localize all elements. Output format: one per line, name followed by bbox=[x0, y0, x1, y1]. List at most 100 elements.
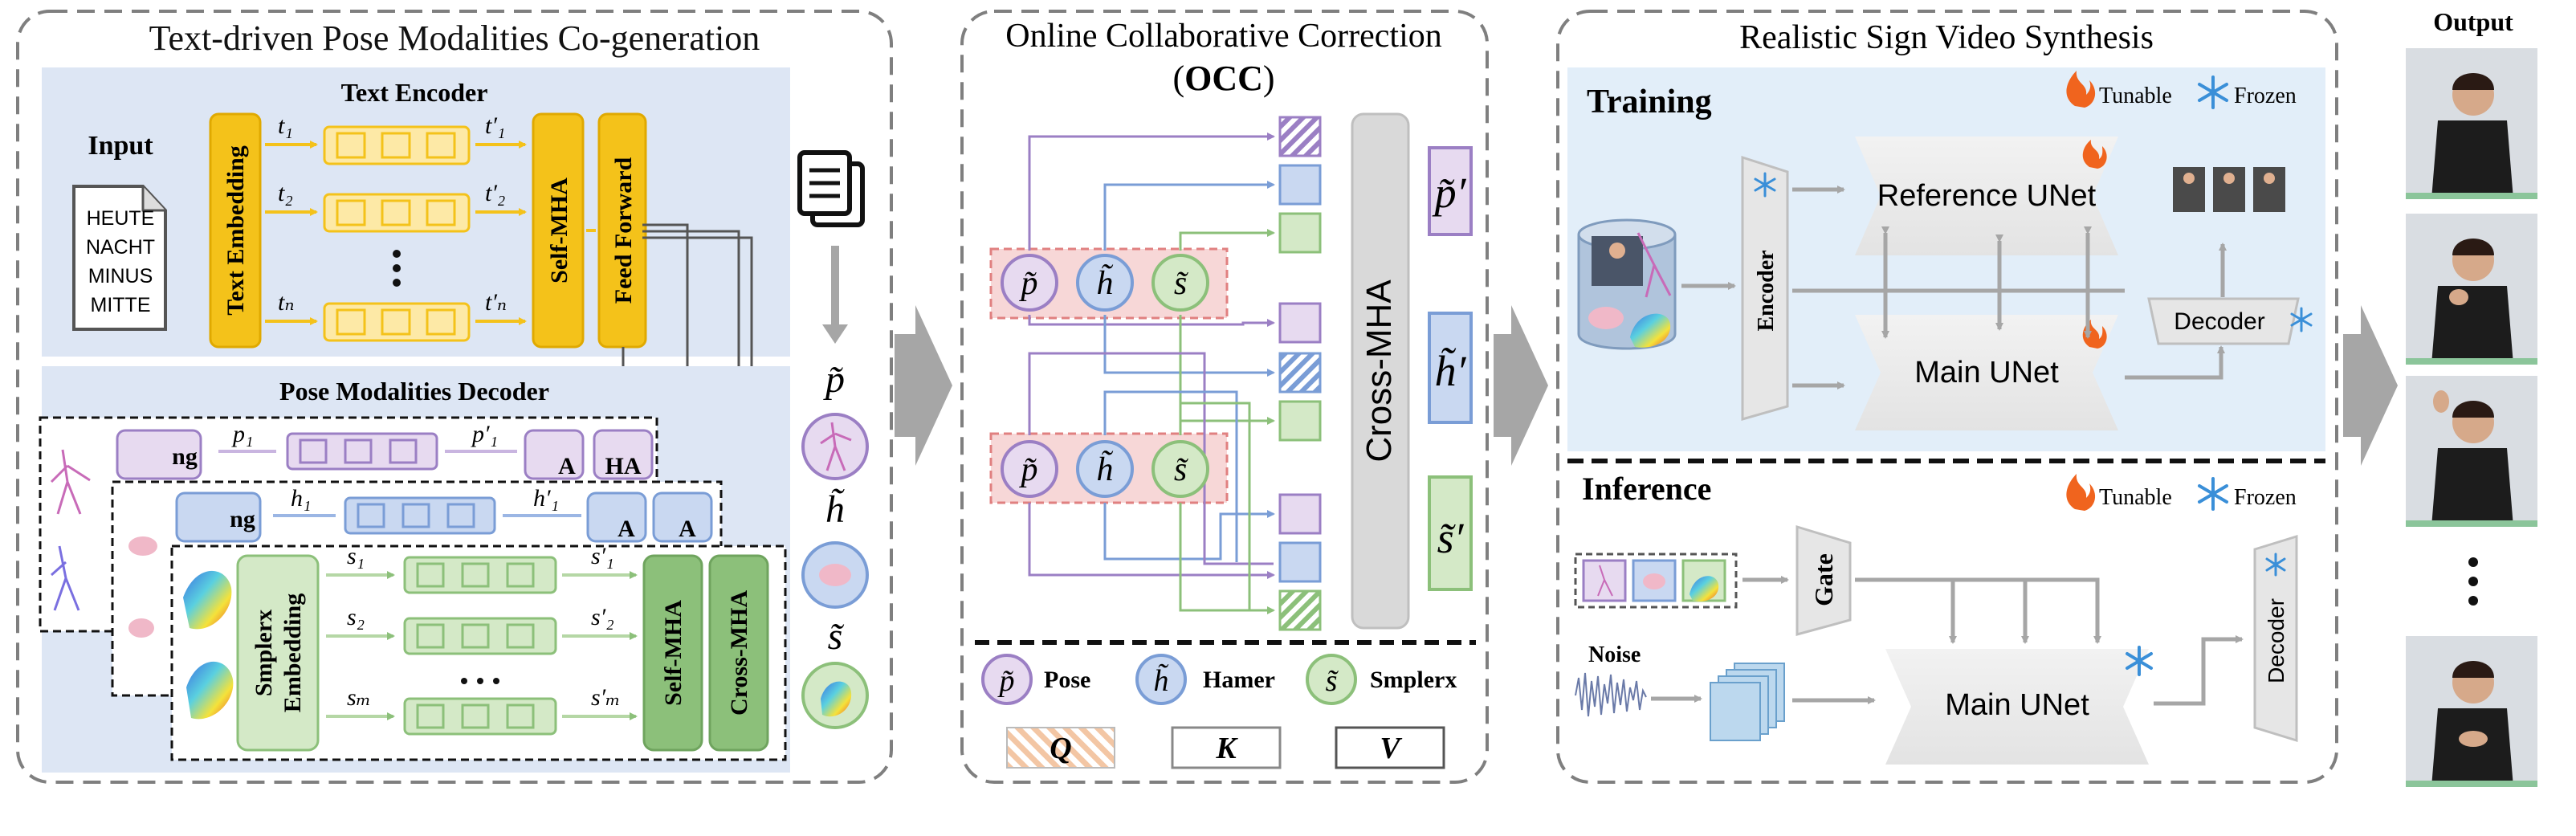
encoder-label: Encoder bbox=[1754, 250, 1779, 331]
partial-label-6: A bbox=[679, 516, 696, 542]
training-output-frames bbox=[2173, 167, 2285, 212]
text-encoder-title: Text Encoder bbox=[341, 78, 488, 107]
inference-snowflake-icon bbox=[2198, 477, 2228, 511]
occ-h-2: h̃ bbox=[1097, 451, 1114, 488]
flow-arrow-3 bbox=[2343, 305, 2398, 466]
occ-p-1: p̃ bbox=[1019, 265, 1038, 302]
legend-v: V bbox=[1380, 732, 1402, 765]
partial-label-2: ng bbox=[230, 506, 255, 532]
inference-pose-inputs bbox=[1574, 553, 1738, 609]
input-document-icon bbox=[72, 185, 167, 331]
main-unet-block bbox=[1855, 315, 2118, 430]
legend-s-symbol: s̃ bbox=[1326, 664, 1339, 698]
gate-block bbox=[1795, 524, 1852, 636]
smplerx-embedding-label-1: Smplerx bbox=[251, 610, 277, 696]
occ-output-h: h̃′ bbox=[1435, 347, 1467, 395]
s-input-2: s₂ bbox=[347, 604, 365, 630]
occ-s-2: s̃ bbox=[1174, 451, 1188, 488]
training-decoder-label: Decoder bbox=[2174, 308, 2264, 335]
flow-arrow-1 bbox=[895, 305, 952, 466]
inference-main-unet-label: Main UNet bbox=[1945, 688, 2089, 722]
training-frozen: Frozen bbox=[2234, 84, 2297, 108]
s-output-m: s′ₘ bbox=[591, 684, 621, 711]
s-output-2: s′₂ bbox=[591, 604, 614, 630]
training-tunable: Tunable bbox=[2099, 84, 2172, 108]
partial-label-3: A bbox=[558, 453, 576, 479]
output-label: Output bbox=[2433, 7, 2513, 36]
decoder-layer-smplerx bbox=[170, 544, 787, 761]
t-output-n: t′ₙ bbox=[485, 289, 507, 316]
panel-occ: Online Collaborative Correction (OCC) bbox=[960, 10, 1489, 784]
snowflake-icon bbox=[2198, 75, 2228, 109]
inference-decoder-block bbox=[2253, 534, 2298, 743]
s-output-1: s′₁ bbox=[591, 543, 614, 569]
occ-s-1: s̃ bbox=[1174, 265, 1188, 302]
occ-output-s: s̃′ bbox=[1437, 514, 1465, 562]
noise-latent-stack bbox=[1710, 663, 1785, 741]
t-output-2: t′₂ bbox=[485, 180, 505, 206]
partial-label-4: HA bbox=[605, 453, 642, 479]
gate-arrows bbox=[1855, 577, 2101, 644]
input-word-2: NACHT bbox=[86, 236, 155, 259]
panel1-title: Text-driven Pose Modalities Co-generatio… bbox=[149, 18, 760, 58]
gate-label: Gate bbox=[1809, 553, 1838, 606]
partial-label-1: ng bbox=[172, 443, 198, 470]
reference-unet-tunable-icon bbox=[2082, 140, 2107, 169]
reference-unet-label: Reference UNet bbox=[1877, 179, 2097, 213]
inference-frozen: Frozen bbox=[2234, 485, 2297, 510]
modality-p-label: p̃ bbox=[823, 358, 845, 401]
panel2-subtitle: (OCC) bbox=[1172, 59, 1274, 98]
training-label: Training bbox=[1587, 84, 1712, 120]
noise-label: Noise bbox=[1588, 642, 1641, 667]
flow-arrow-2 bbox=[1494, 305, 1548, 466]
inference-label: Inference bbox=[1582, 471, 1711, 507]
s-input-m: sₘ bbox=[347, 684, 371, 711]
decoder-title: Pose Modalities Decoder bbox=[279, 377, 549, 406]
modality-s-label: s̃ bbox=[828, 615, 845, 658]
occ-p-2: p̃ bbox=[1019, 451, 1038, 488]
panel3-title: Realistic Sign Video Synthesis bbox=[1739, 19, 2154, 56]
self-mha-block bbox=[532, 112, 585, 349]
smplerx-embedding-label-2: Embedding bbox=[279, 593, 306, 712]
occ-token-squares bbox=[1278, 116, 1322, 631]
occ-connections bbox=[1028, 133, 1275, 614]
p-in-label: p₁ bbox=[231, 421, 253, 447]
fire-icon bbox=[2066, 71, 2096, 108]
t-input-2: t₂ bbox=[278, 180, 293, 206]
p-out-label: p′₁ bbox=[471, 421, 498, 447]
encoder-frozen-icon bbox=[1754, 172, 1776, 198]
inference-unet-frozen-icon bbox=[2126, 646, 2153, 676]
legend-h-symbol: h̃ bbox=[1154, 663, 1170, 698]
input-word-1: HEUTE bbox=[87, 207, 155, 230]
legend-hamer: Hamer bbox=[1203, 667, 1275, 693]
inference-decoder-frozen-icon bbox=[2265, 553, 2286, 577]
input-word-4: MITTE bbox=[91, 294, 151, 316]
legend-k: K bbox=[1215, 732, 1238, 765]
text-embedding-label: Text Embedding bbox=[222, 145, 249, 315]
main-unet-label: Main UNet bbox=[1914, 356, 2059, 389]
input-word-3: MINUS bbox=[88, 265, 153, 288]
noise-waveform bbox=[1575, 672, 1647, 717]
t-output-1: t′₁ bbox=[485, 112, 505, 139]
legend-q: Q bbox=[1050, 732, 1071, 765]
inference-tunable: Tunable bbox=[2099, 485, 2172, 510]
training-decoder-block bbox=[2147, 297, 2300, 345]
text-embedding-block bbox=[209, 112, 262, 349]
panel-text-driven-cogeneration: Text-driven Pose Modalities Co-generatio… bbox=[16, 10, 893, 784]
occ-output-p: p̃′ bbox=[1432, 169, 1467, 217]
occ-h-1: h̃ bbox=[1097, 264, 1114, 302]
h-in-label: h₁ bbox=[291, 485, 311, 512]
output-column: Output bbox=[2406, 7, 2537, 787]
encoder-block bbox=[1741, 155, 1789, 421]
output-frame-2 bbox=[2406, 214, 2537, 365]
occ-cross-mha-label: Cross-MHA bbox=[1359, 279, 1399, 463]
decoder-self-mha-label: Self-MHA bbox=[660, 600, 687, 706]
reference-unet-block bbox=[1855, 137, 2118, 255]
t-input-1: t₁ bbox=[278, 112, 293, 139]
panel-video-synthesis: Realistic Sign Video Synthesis Training … bbox=[1556, 10, 2338, 784]
s-input-1: s₁ bbox=[347, 543, 365, 569]
legend-smplerx: Smplerx bbox=[1370, 667, 1457, 693]
feed-forward-label: Feed Forward bbox=[610, 157, 637, 304]
document-stack-icon bbox=[797, 150, 865, 227]
output-frame-4 bbox=[2406, 636, 2537, 787]
